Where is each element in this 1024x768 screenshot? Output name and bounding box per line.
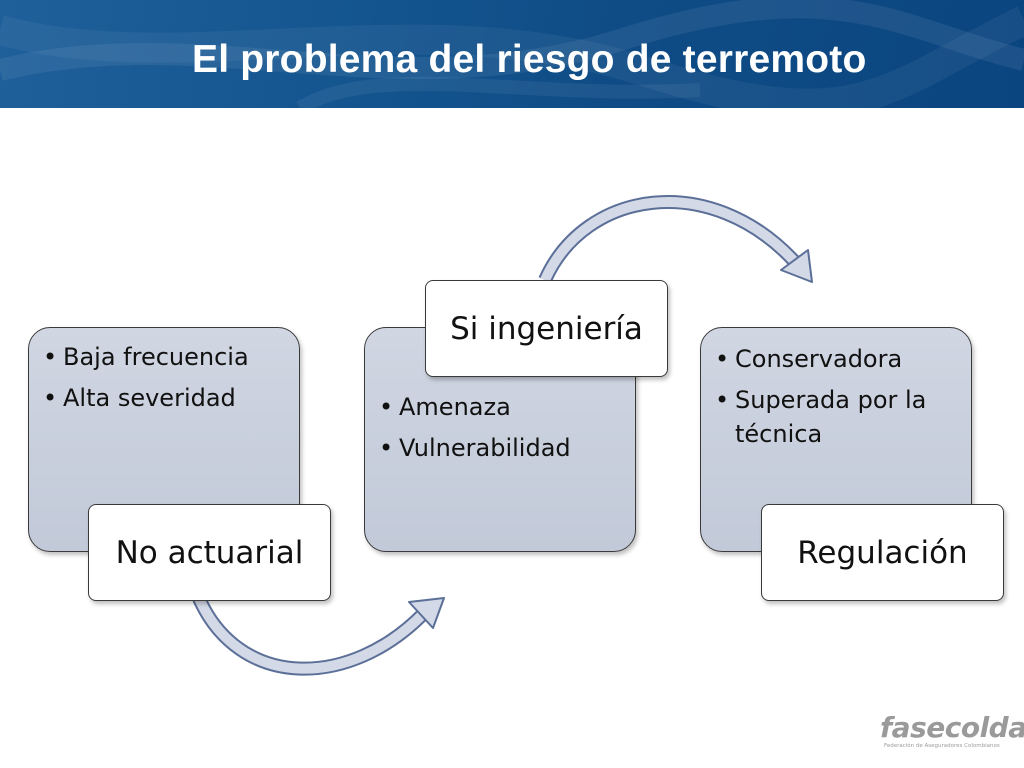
step-label-1: No actuarial	[88, 504, 331, 601]
fasecolda-logo: fasecolda Federación de Aseguradores Col…	[880, 711, 1024, 758]
arrow-step1-to-step2	[191, 593, 445, 676]
step-3-bullet-1: Conservadora	[713, 342, 953, 376]
step-3-bullet-list: Conservadora Superada por la técnica	[713, 342, 953, 451]
logo-wordmark: fasecolda	[880, 711, 1024, 744]
step-2-bullet-1: Amenaza	[377, 390, 629, 424]
step-label-3: Regulación	[761, 504, 1004, 601]
step-3-bullet-2: Superada por la técnica	[713, 383, 953, 451]
arrow-step2-to-step3	[538, 195, 813, 283]
header-wave-decoration	[0, 0, 1024, 108]
step-1-bullet-1: Baja frecuencia	[41, 340, 291, 374]
logo-subtitle: Federación de Aseguradores Colombianos	[884, 743, 1000, 749]
page-title: El problema del riesgo de terremoto	[192, 38, 867, 81]
slide-header: El problema del riesgo de terremoto	[0, 0, 1024, 108]
step-label-2: Si ingeniería	[425, 280, 668, 377]
step-2-bullet-list: Amenaza Vulnerabilidad	[377, 390, 629, 465]
step-1-bullet-list: Baja frecuencia Alta severidad	[41, 340, 291, 415]
step-1-bullet-2: Alta severidad	[41, 381, 291, 415]
step-2-bullet-2: Vulnerabilidad	[377, 431, 629, 465]
